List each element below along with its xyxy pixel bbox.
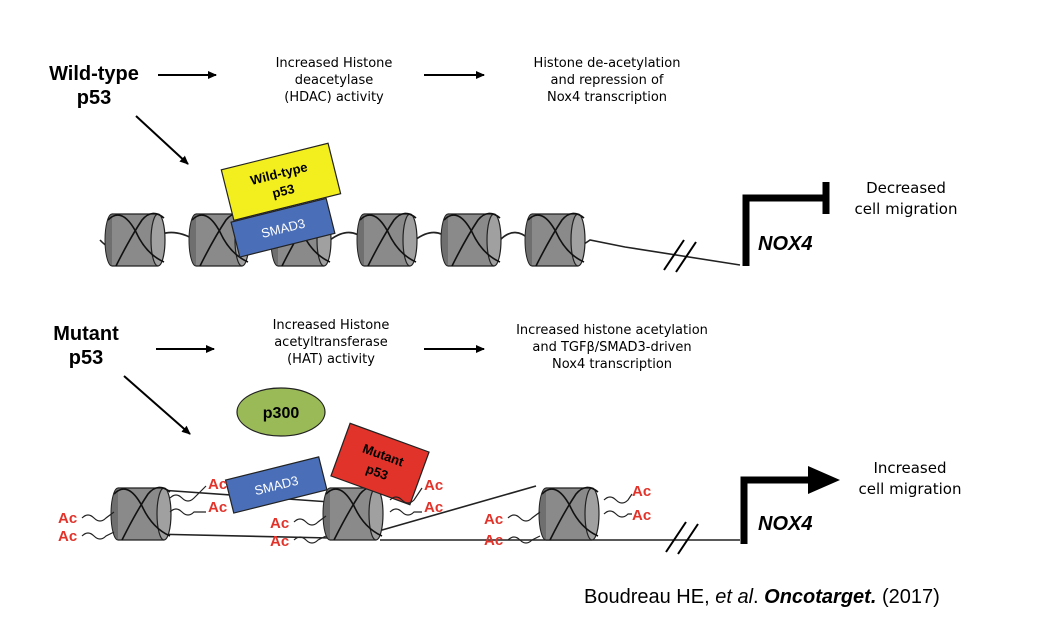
citation: Boudreau HE, et al. Oncotarget. (2017) xyxy=(584,586,940,609)
acetyl-mark: Ac xyxy=(424,477,443,494)
p300-protein: p300 xyxy=(236,387,326,437)
bottom-smad3-protein: SMAD3 xyxy=(224,456,328,514)
top-panel: Wild-type p53 Increased Histone deacetyl… xyxy=(49,56,958,273)
top-panel-title-line1: Wild-type xyxy=(49,63,139,85)
top-wildtype-p53-protein: Wild-type p53 xyxy=(220,142,342,222)
citation-year: 2017 xyxy=(888,586,934,608)
citation-year-open: ( xyxy=(876,586,889,608)
citation-separator: . xyxy=(753,586,765,608)
bottom-step2-line2: and TGFβ/SMAD3-driven xyxy=(532,340,691,355)
bottom-step1-line3: (HAT) activity xyxy=(287,352,375,367)
p300-label: p300 xyxy=(263,405,300,422)
bottom-dna-break-mark xyxy=(677,523,699,555)
bottom-nucleosome xyxy=(538,486,600,541)
citation-authors: Boudreau HE, xyxy=(584,586,716,608)
top-nucleosome xyxy=(524,212,586,267)
bottom-step1-line1: Increased Histone xyxy=(273,318,390,333)
top-gene-label: NOX4 xyxy=(758,233,812,255)
top-panel-title-line2: p53 xyxy=(77,87,111,109)
bottom-outcome-line1: Increased xyxy=(873,459,946,477)
top-dna-break-mark xyxy=(663,239,685,271)
bottom-panel-title-line1: Mutant xyxy=(53,323,119,345)
bottom-dna-break-mark xyxy=(665,521,687,553)
top-step2-line3: Nox4 transcription xyxy=(547,90,667,105)
acetyl-mark: Ac xyxy=(632,507,651,524)
acetyl-marks: Ac Ac Ac Ac Ac Ac Ac Ac Ac Ac Ac Ac xyxy=(58,476,651,550)
bottom-step2-line3: Nox4 transcription xyxy=(552,357,672,372)
histone-tails xyxy=(81,485,633,544)
top-nucleosome xyxy=(356,212,418,267)
bottom-arrow-to-chromatin xyxy=(123,375,191,435)
acetyl-mark: Ac xyxy=(208,476,227,493)
bottom-panel: Mutant p53 Increased Histone acetyltrans… xyxy=(53,318,962,555)
acetyl-mark: Ac xyxy=(484,511,503,528)
acetyl-mark: Ac xyxy=(270,533,289,550)
citation-etal: et al xyxy=(715,586,754,608)
top-arrow-to-chromatin xyxy=(135,115,189,165)
acetyl-mark: Ac xyxy=(270,515,289,532)
acetyl-mark: Ac xyxy=(58,510,77,527)
bottom-step1-line2: acetyltransferase xyxy=(274,335,388,350)
citation-year-close: ) xyxy=(933,586,940,608)
mutant-p53-label-line2: p53 xyxy=(364,461,390,483)
acetyl-mark: Ac xyxy=(484,532,503,549)
top-step1-line2: deacetylase xyxy=(295,73,374,88)
top-nox4-promoter-repressed xyxy=(742,194,826,266)
top-step1-line1: Increased Histone xyxy=(276,56,393,71)
top-smad3-protein: SMAD3 xyxy=(230,197,336,258)
top-outcome-line2: cell migration xyxy=(855,200,958,218)
bottom-nox4-promoter-active xyxy=(740,476,812,544)
acetyl-mark: Ac xyxy=(58,528,77,545)
top-dna-break-mark xyxy=(675,241,697,273)
top-step2-line2: and repression of xyxy=(551,73,664,88)
bottom-step2-line1: Increased histone acetylation xyxy=(516,323,708,338)
bottom-nucleosome xyxy=(322,486,384,541)
bottom-gene-label: NOX4 xyxy=(758,513,812,535)
mutant-p53-protein: Mutant p53 xyxy=(330,422,430,506)
top-wildtype-p53-label-line2: p53 xyxy=(271,181,296,201)
top-nucleosome xyxy=(104,212,166,267)
top-nucleosome xyxy=(440,212,502,267)
bottom-nox4-promoter-arrowhead xyxy=(808,466,840,494)
bottom-nucleosome xyxy=(110,486,172,541)
bottom-outcome-line2: cell migration xyxy=(859,480,962,498)
top-step1-line3: (HDAC) activity xyxy=(284,90,384,105)
citation-journal: Oncotarget. xyxy=(764,586,877,608)
bottom-panel-title-line2: p53 xyxy=(69,347,103,369)
acetyl-mark: Ac xyxy=(208,499,227,516)
top-step2-line1: Histone de-acetylation xyxy=(534,56,681,71)
top-outcome-line1: Decreased xyxy=(866,179,946,197)
acetyl-mark: Ac xyxy=(632,483,651,500)
acetyl-mark: Ac xyxy=(424,499,443,516)
